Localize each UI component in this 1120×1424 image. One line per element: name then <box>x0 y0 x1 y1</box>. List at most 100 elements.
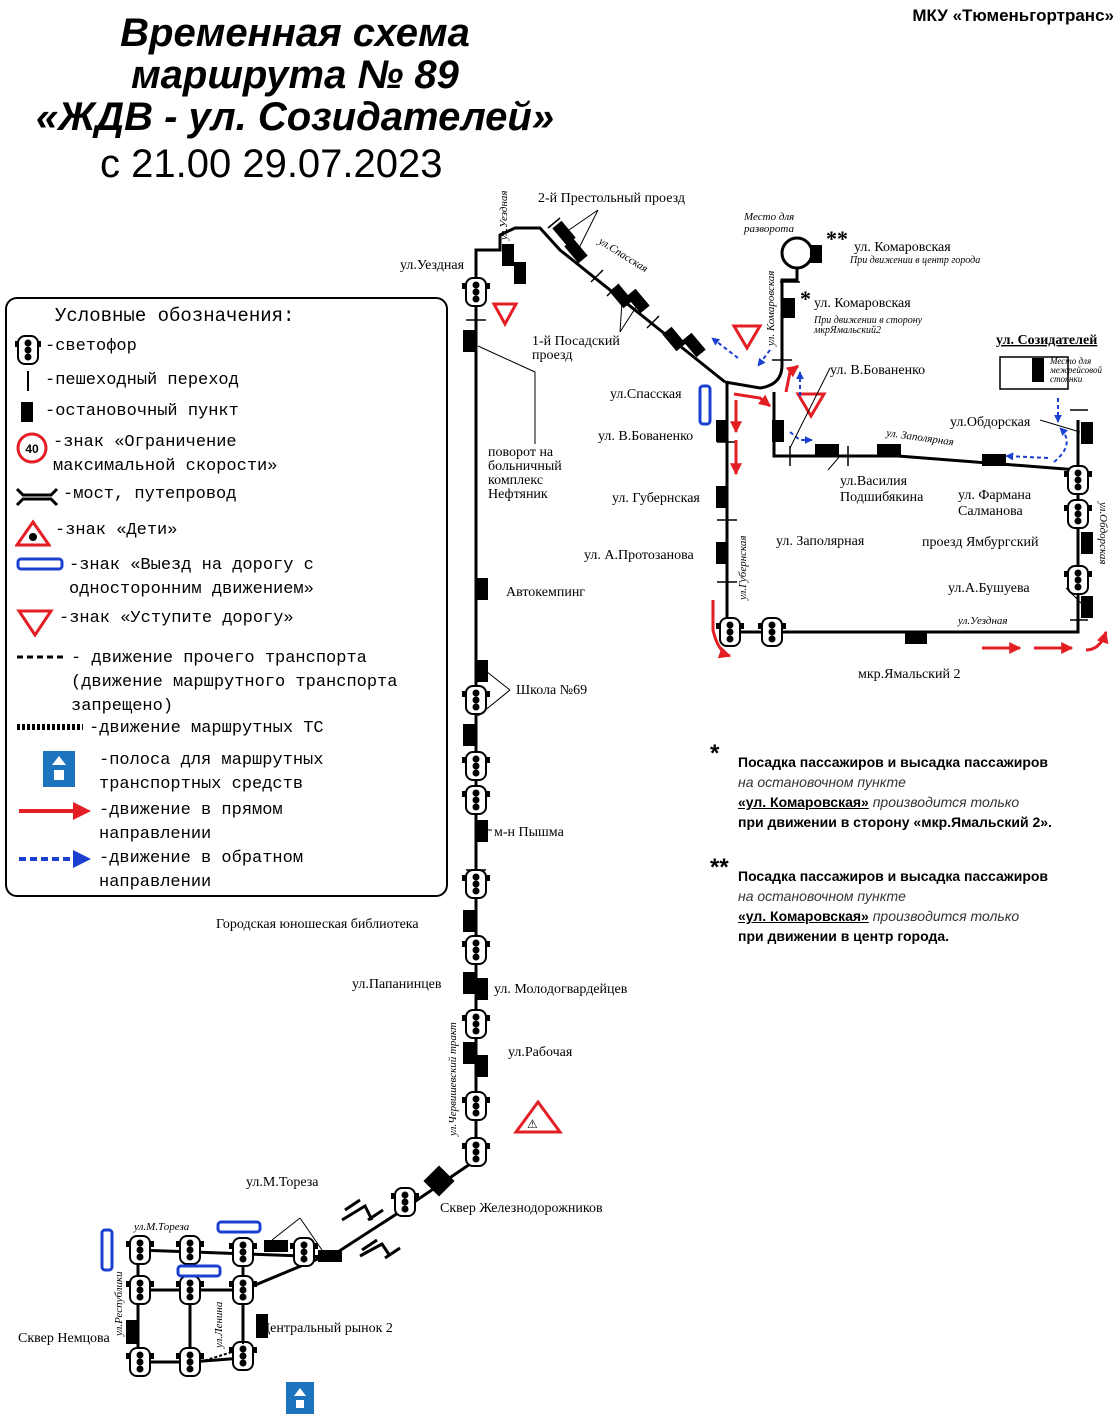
legend-title: Условные обозначения: <box>55 305 295 327</box>
traffic-light-icon <box>461 1009 491 1039</box>
legend-label: -движение в прямом направлении <box>99 801 283 844</box>
traffic-light-icon <box>125 1347 155 1377</box>
traffic-light-icon <box>390 1187 420 1217</box>
title-line-3: «ЖДВ - ул. Созидателей» <box>35 95 555 139</box>
note-line: Посадка пассажиров и высадка пассажиров <box>738 868 1049 884</box>
traffic-light-icon <box>461 935 491 965</box>
stop-label-yamalsky2: мкр.Ямальский 2 <box>858 667 960 682</box>
organization-name: МКУ «Тюменьгортранс» <box>912 6 1114 25</box>
one-way-exit-sign-icon <box>100 1228 114 1272</box>
traffic-light-icon <box>461 751 491 781</box>
bus-stop-library <box>463 910 475 932</box>
legend-item: -полоса для маршрутных транспортных сред… <box>15 749 442 797</box>
bus-stop-uezdnaya <box>502 244 514 266</box>
stop-label-komarovskaya-top: ул. Комаровская <box>854 240 951 255</box>
legend-label: - движение прочего транспорта (движение … <box>71 649 398 716</box>
legend-item: -мост, путепровод <box>15 483 442 509</box>
yield-sign-icon <box>491 302 519 328</box>
note-line: при движении в сторону «мкр.Ямальский 2»… <box>738 814 1052 830</box>
legend-label: -знак «Выезд на дорогу с односторонним д… <box>69 556 314 599</box>
legend-label: -движение маршрутных ТС <box>89 719 324 738</box>
bus-stop-obdorskaya <box>1081 422 1093 444</box>
dashed-line-icon <box>17 655 65 659</box>
bridge-icon <box>341 1198 401 1260</box>
blue-dashed-arrow-icon <box>711 337 739 359</box>
yield-sign-icon <box>731 324 763 351</box>
legend-label: -светофор <box>45 337 137 356</box>
legend-item: -знак «Выезд на дорогу с односторонним д… <box>15 554 442 602</box>
stop-label-rabochaya: ул.Рабочая <box>508 1045 573 1060</box>
red-arrow-icon <box>733 392 771 408</box>
note-line: при движении в центр города. <box>738 928 950 944</box>
note-stop: «ул. Комаровская» <box>738 908 869 924</box>
red-arrow-icon <box>784 364 799 393</box>
blue-dashed-arrow-icon <box>757 349 771 367</box>
stop-note-komarovskaya-top: При движении в центр города <box>849 255 980 266</box>
label-line: поворот на <box>488 445 554 460</box>
traffic-light-icon <box>175 1347 205 1377</box>
legend-item: -знак «Уступите дорогу» <box>15 607 442 637</box>
bus-stop-yamalsky2 <box>905 632 927 644</box>
label-line: межрейсовой <box>1049 365 1102 375</box>
one-way-exit-sign-icon <box>176 1264 222 1278</box>
speed-limit-sign-icon: 40 <box>16 432 48 464</box>
legend-label: -знак «Дети» <box>55 521 178 540</box>
bus-stop-m-toreza <box>264 1240 288 1252</box>
stop-label-skver-nemtsova: Сквер Немцова <box>18 1331 110 1346</box>
bus-stop-molodogvardeytsev <box>476 978 488 1000</box>
turnaround-circle <box>780 236 814 270</box>
bus-lane-sign-icon <box>286 1382 314 1414</box>
street-obdorskaya: ул.Обдорская <box>1097 501 1109 565</box>
bus-stop-salmanova <box>982 454 1006 466</box>
bus-stop-avtokemping <box>476 578 488 600</box>
traffic-light-icon <box>461 1091 491 1121</box>
stop-label-bovanenko-right: ул. В.Бованенко <box>830 363 925 378</box>
bus-stop-prestolny <box>552 220 576 246</box>
street-lenina: ул.Ленина <box>213 1301 225 1349</box>
note-line: производится только <box>868 794 1020 810</box>
note-line: производится только <box>868 908 1020 924</box>
bus-stop-sozidateley <box>1032 358 1044 382</box>
stop-label-prestolny: 2-й Престольный проезд <box>538 191 685 206</box>
bridge-icon <box>15 487 59 507</box>
label-line: 1-й Посадский <box>532 334 620 349</box>
note-double-star: ** Посадка пассажиров и высадка пассажир… <box>710 856 1112 946</box>
traffic-light-icon <box>228 1237 258 1267</box>
map-title: Временная схема маршрута № 89 «ЖДВ - ул.… <box>0 12 590 138</box>
traffic-light-icon <box>757 617 787 647</box>
label-line: ул. Фармана <box>958 488 1032 503</box>
children-sign-icon <box>513 1099 563 1134</box>
bus-stop-rabochaya <box>463 1042 475 1064</box>
bus-stop-skver-zhd <box>423 1165 455 1197</box>
stop-label-school69: Школа №69 <box>516 683 587 698</box>
bus-stop-bovanenko-right <box>772 420 784 442</box>
children-sign-icon <box>15 519 51 547</box>
bus-stop-hospital <box>463 330 475 352</box>
note-stop: «ул. Комаровская» <box>738 794 869 810</box>
label-line: комплекс <box>488 473 543 488</box>
bus-stop-komarovskaya-top <box>810 245 822 263</box>
legend-item: -остановочный пункт <box>15 400 442 426</box>
street-respubliki: ул.Республики <box>113 1271 125 1337</box>
label-line: Место для <box>1049 356 1091 366</box>
legend-item: -движение в прямом направлении <box>15 799 442 847</box>
street-chervishevsky: ул.Червишевский тракт <box>447 1022 459 1137</box>
label-line: больничный <box>488 459 562 474</box>
stop-label-uezdnaya: ул.Уездная <box>400 258 465 273</box>
bus-stop-protozanova <box>716 542 728 564</box>
stop-label-skver-zhd: Сквер Железнодорожников <box>440 1201 603 1216</box>
label-line: При движении в сторону <box>813 315 923 326</box>
yield-sign-icon <box>16 609 54 637</box>
legend-item: -движение в обратном направлении <box>15 847 442 895</box>
street-komarovskaya: ул. Комаровская <box>765 271 777 347</box>
traffic-light-icon <box>1063 499 1093 529</box>
route-arrows-icon <box>199 1306 244 1363</box>
traffic-light-icon <box>15 335 41 365</box>
label-line: Место для <box>743 211 794 223</box>
